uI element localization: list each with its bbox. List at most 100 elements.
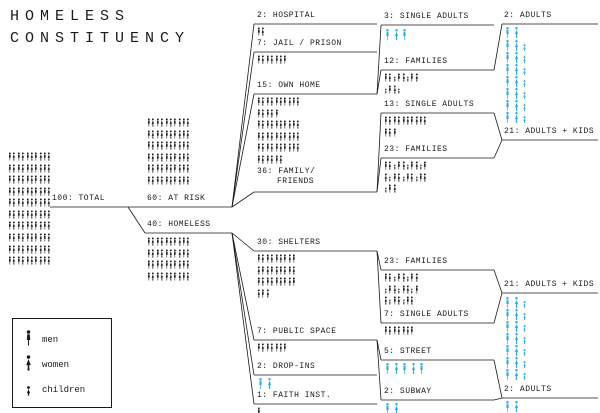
man-icon [257,55,261,64]
woman-icon [410,173,414,182]
man-icon [8,221,12,230]
man-icon [17,152,21,161]
man-icon [43,221,47,230]
woman-icon [415,116,419,125]
man-icon [275,254,279,263]
woman-icon [261,277,265,286]
woman-icon [151,130,155,139]
woman-icon [178,237,182,246]
man-icon [266,254,270,263]
woman-icon [151,176,155,185]
diagram-title: HOMELESS CONSTITUENCY [10,6,190,50]
child-icon [521,333,528,344]
node-label-adults-2-bottom: 2: ADULTS [504,385,552,394]
man-icon [266,155,270,164]
man-icon [165,272,169,281]
woman-icon [47,245,51,254]
man-icon [26,152,30,161]
woman-icon [30,256,34,265]
man-icon [43,198,47,207]
woman-icon [266,266,270,275]
woman-icon [257,289,261,298]
woman-icon [151,141,155,150]
woman-icon [513,309,520,320]
man-icon [147,130,151,139]
woman-icon [160,130,164,139]
child-icon [521,321,528,332]
woman-icon [397,296,401,305]
woman-icon [513,27,520,38]
child-icon [406,161,410,170]
man-icon [43,175,47,184]
man-icon [257,407,261,413]
man-icon [182,130,186,139]
man-icon [283,143,287,152]
woman-icon [169,118,173,127]
man-icon [384,273,388,282]
man-icon [257,132,261,141]
woman-icon [151,237,155,246]
man-icon [504,309,511,320]
man-icon [275,277,279,286]
woman-icon [384,173,388,182]
woman-icon [39,152,43,161]
woman-icon [402,161,406,170]
man-icon [173,164,177,173]
node-label-family-friends: FRIENDS [277,177,315,186]
woman-icon [169,237,173,246]
man-icon [388,184,392,193]
child-icon [393,161,397,170]
man-icon [257,254,261,263]
man-icon [257,378,264,389]
icon-block-own-home [257,97,301,118]
icon-block-families-23-top [384,161,428,193]
woman-icon [292,266,296,275]
man-icon [17,221,21,230]
node-label-drop-ins: 2: DROP-INS [257,362,316,371]
man-icon [266,97,270,106]
man-icon [147,272,151,281]
man-icon [17,164,21,173]
woman-icon [270,97,274,106]
man-icon [504,357,511,368]
man-icon [147,153,151,162]
woman-icon [415,161,419,170]
woman-icon [397,326,401,335]
woman-icon [47,187,51,196]
node-label-street: 5: STREET [384,347,432,356]
man-icon [401,29,408,40]
child-icon [521,297,528,308]
woman-icon [12,245,16,254]
woman-icon [151,118,155,127]
woman-icon [151,272,155,281]
man-icon [26,233,30,242]
man-icon [257,120,261,129]
man-icon [266,120,270,129]
man-icon [393,128,397,137]
woman-icon [169,153,173,162]
man-icon [17,187,21,196]
man-icon [34,245,38,254]
man-icon [34,152,38,161]
legend-label-children: children [42,385,86,396]
man-icon [165,237,169,246]
woman-icon [279,143,283,152]
man-icon [384,161,388,170]
woman-icon [39,245,43,254]
man-icon [415,285,419,294]
child-icon [521,345,528,356]
node-label-single-adults-3: 3: SINGLE ADULTS [384,12,469,21]
icon-block-homeless [147,237,191,281]
node-label-at-risk: 60: AT RISK [147,194,206,203]
woman-icon [30,187,34,196]
woman-icon [288,132,292,141]
woman-icon [415,273,419,282]
man-icon [384,73,388,82]
woman-icon [12,198,16,207]
woman-icon [12,152,16,161]
man-icon [43,245,47,254]
child-icon [521,88,528,99]
woman-icon [270,55,274,64]
man-icon [393,173,397,182]
man-icon [156,164,160,173]
